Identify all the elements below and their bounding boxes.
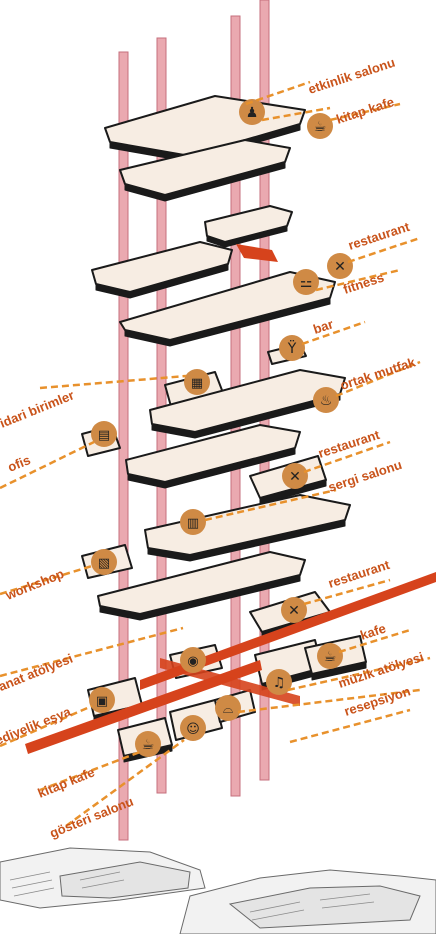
leader-line [237, 688, 421, 714]
svg-text:♨: ♨ [320, 393, 333, 409]
svg-text:♟: ♟ [246, 105, 259, 121]
corridor [25, 660, 262, 754]
leader-line [303, 578, 391, 606]
label-sanat-atolyesi: sanat atölyesi [0, 651, 75, 697]
context-buildings [0, 847, 436, 934]
svg-text:♫: ♫ [273, 675, 286, 691]
leader-line [303, 440, 391, 474]
leader-line [0, 564, 93, 596]
leader-line [39, 750, 141, 792]
music-note-icon: ♫ [266, 669, 292, 695]
label-kitap-kafe-bottom: kitap kafe [36, 764, 97, 800]
cutlery-icon: ✕ [327, 253, 353, 279]
svg-text:☺: ☺ [186, 722, 200, 737]
label-kitap-kafe-top: kitap kafe [334, 94, 396, 127]
svg-text:◉: ◉ [187, 654, 198, 669]
label-resepsiyon: resepsiyon [342, 683, 412, 718]
leader-line [245, 80, 311, 106]
cloche-icon: ⌓ [215, 695, 241, 721]
people-icon: ♟ [239, 99, 265, 125]
easel-icon: ▥ [180, 509, 206, 535]
label-idari-birimler: idari birimler [0, 387, 76, 430]
floor-slab-edge [124, 161, 286, 202]
floor-slab-edge [147, 519, 346, 562]
coffee-cup-icon: ☕ [135, 731, 161, 757]
cooking-pot-icon: ♨ [313, 387, 339, 413]
leader-line [65, 738, 185, 828]
leader-line [204, 488, 337, 522]
label-ortak-mutfak: ortak mutfak [338, 354, 418, 393]
leader-line [0, 704, 93, 748]
svg-text:⌓: ⌓ [223, 702, 233, 717]
label-etkinlik-salonu: etkinlik salonu [306, 55, 397, 97]
desk-worker-icon: ▤ [91, 421, 117, 447]
floor-slab-edge [259, 479, 327, 505]
leader-line [315, 268, 401, 292]
leader-line [301, 320, 366, 346]
svg-text:Ÿ: Ÿ [287, 339, 297, 357]
context-building [228, 885, 421, 929]
label-sergi-salonu: sergi salonu [326, 457, 404, 495]
cutlery-icon: ✕ [281, 597, 307, 623]
context-building [59, 861, 191, 899]
leader-line [0, 440, 95, 490]
coffee-cup-icon: ☕ [317, 643, 343, 669]
context-hatching [9, 871, 375, 921]
cocktail-icon: Ÿ [279, 335, 305, 361]
label-ofis: ofis [6, 452, 33, 475]
leader-line [289, 708, 411, 744]
floor-slab-edge [151, 393, 341, 439]
corridor [236, 244, 278, 262]
leader-line [0, 626, 184, 678]
desk-worker-icon: ▧ [91, 549, 117, 575]
svg-text:✕: ✕ [334, 259, 346, 275]
theater-masks-icon: ☺ [180, 715, 206, 741]
leader-line [347, 236, 421, 264]
label-workshop: workshop [3, 566, 67, 603]
svg-text:☕: ☕ [142, 737, 155, 753]
gift-bag-icon: ▣ [89, 687, 115, 713]
label-bar: bar [311, 316, 335, 337]
floor-slab-edge [95, 263, 229, 299]
floor-slab-edge [127, 447, 296, 489]
floor-slab-edge [206, 225, 288, 248]
svg-text:▣: ▣ [96, 694, 108, 709]
desk-worker-icon: ▦ [184, 369, 210, 395]
svg-text:▤: ▤ [98, 428, 110, 443]
leader-lines [0, 80, 431, 828]
svg-text:⚍: ⚍ [300, 275, 313, 291]
dumbbell-icon: ⚍ [293, 269, 319, 295]
floor-slab-edge [311, 661, 367, 681]
leader-line [261, 106, 331, 122]
leader-line [329, 102, 401, 122]
svg-text:▦: ▦ [191, 376, 203, 391]
leader-line [39, 374, 187, 390]
palette-icon: ◉ [180, 647, 206, 673]
label-restaurant-1: restaurant [346, 219, 412, 253]
svg-text:☕: ☕ [324, 649, 337, 665]
leader-line [335, 360, 421, 398]
svg-text:▧: ▧ [98, 556, 110, 571]
leader-line [287, 656, 431, 692]
floor-slab-edge [124, 297, 331, 347]
program-icons: ♟ ☕ ✕ ⚍ Ÿ ▦ ♨ ▤ ✕ ▥ ▧ ✕ ◉ ☕ ♫ ▣ ⌓ ☺ ☕ [89, 99, 353, 757]
corridor [140, 572, 436, 690]
floor-slab-edge [99, 574, 301, 621]
label-restaurant-3: restaurant [326, 557, 392, 591]
svg-text:▥: ▥ [187, 516, 199, 531]
svg-text:☕: ☕ [314, 119, 327, 135]
svg-text:✕: ✕ [289, 469, 301, 485]
cutlery-icon: ✕ [282, 463, 308, 489]
svg-text:✕: ✕ [288, 603, 300, 619]
coffee-cup-icon: ☕ [307, 113, 333, 139]
leader-line [338, 628, 411, 654]
